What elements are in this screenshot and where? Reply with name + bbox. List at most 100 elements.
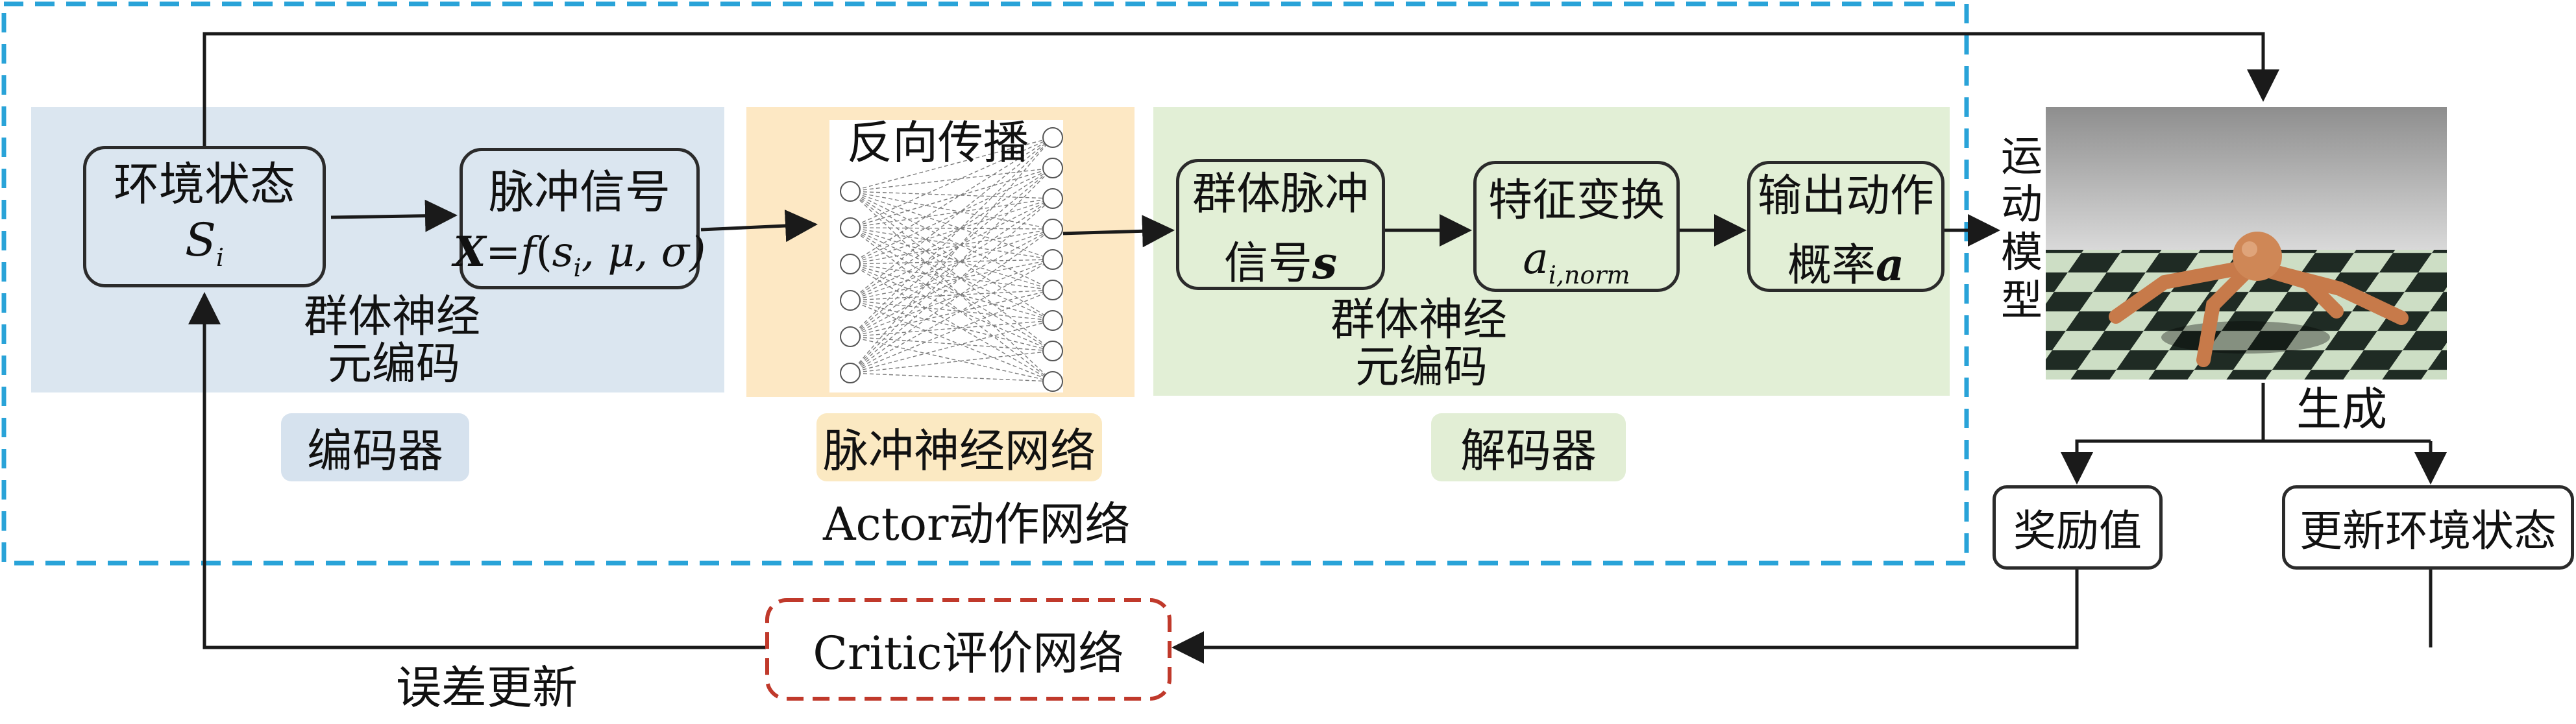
state-box-title: 环境状态 xyxy=(114,158,295,211)
nn-connection xyxy=(850,372,1053,382)
nn-output-node xyxy=(1042,127,1063,148)
nn-connection xyxy=(850,191,1053,199)
nn-connection xyxy=(850,259,1053,265)
nn-connection xyxy=(850,263,1053,352)
nn-connection xyxy=(850,263,1053,382)
nn-output-node xyxy=(1042,310,1063,331)
nn-connection xyxy=(850,198,1053,337)
nn-connection xyxy=(850,228,1053,337)
pop-box-title: 群体脉冲 xyxy=(1192,169,1369,220)
nn-connection xyxy=(850,167,1053,192)
arrow-to-reward xyxy=(2061,439,2431,485)
nn-connection xyxy=(850,227,1053,230)
nn-connection xyxy=(850,191,1053,291)
nn-connection xyxy=(850,167,1053,228)
nn-connection xyxy=(850,167,1053,265)
reward-box: 奖励值 xyxy=(1993,485,2163,570)
nn-connection xyxy=(850,191,1053,260)
nn-connection xyxy=(850,228,1053,265)
nn-connection xyxy=(850,137,1053,228)
nn-input-node xyxy=(840,326,861,347)
decoder-tag: 解码器 xyxy=(1431,413,1626,481)
output-box-title: 输出动作 xyxy=(1757,171,1934,222)
actor-frame xyxy=(1,1,1969,566)
nn-output-node xyxy=(1042,371,1063,392)
nn-connection xyxy=(850,227,1053,260)
arrow-spike-snn xyxy=(700,210,818,243)
output-action-box: 输出动作 概率a xyxy=(1747,161,1944,292)
nn-output-node xyxy=(1042,219,1063,239)
nn-connection xyxy=(850,320,1053,337)
nn-connection xyxy=(850,289,1053,374)
spike-signal-box: 脉冲信号 X=f(si, μ, σ) xyxy=(454,148,705,289)
arrow-state-spike xyxy=(330,199,458,232)
update-state-box: 更新环境状态 xyxy=(2282,485,2574,570)
output-box-variable: 概率a xyxy=(1787,239,1905,291)
nn-connection xyxy=(850,336,1053,382)
environment-state-box: 环境状态 Si xyxy=(83,146,326,287)
nn-connection xyxy=(850,191,1053,230)
nn-connection xyxy=(850,198,1053,374)
nn-output-node xyxy=(1042,158,1063,178)
arrow-to-critic xyxy=(1171,568,2079,664)
nn-input-node xyxy=(840,181,861,202)
critic-network-label: Critic评价网络 xyxy=(813,626,1124,680)
backprop-label: 反向传播 xyxy=(847,116,1029,169)
nn-connection xyxy=(850,259,1053,301)
feature-box-title: 特征变换 xyxy=(1488,175,1665,226)
nn-input-node xyxy=(840,254,861,274)
motion-model-image xyxy=(2046,107,2447,380)
encoder-region xyxy=(31,107,724,392)
nn-connection xyxy=(850,227,1053,291)
error-update-label: 误差更新 xyxy=(396,661,578,714)
nn-output-node xyxy=(1042,280,1063,300)
nn-connection xyxy=(850,198,1053,228)
spike-box-formula: X=f(si, μ, σ) xyxy=(453,227,706,282)
nn-connection xyxy=(850,263,1053,321)
nn-connection xyxy=(850,167,1053,374)
encoder-caption-line2: 元编码 xyxy=(328,339,461,390)
nn-connection xyxy=(850,198,1053,301)
generate-label: 生成 xyxy=(2296,383,2387,436)
nn-output-node xyxy=(1042,249,1063,270)
nn-connection xyxy=(850,198,1053,265)
nn-input-node xyxy=(840,217,861,238)
nn-output-node xyxy=(1042,188,1063,209)
nn-input-node xyxy=(840,290,861,311)
nn-connection xyxy=(850,191,1053,321)
top-arrow xyxy=(202,32,2279,146)
nn-connection xyxy=(850,137,1053,192)
nn-connection xyxy=(850,227,1053,352)
nn-connection xyxy=(850,137,1053,337)
state-box-variable: Si xyxy=(184,213,225,272)
decoder-caption-line2: 元编码 xyxy=(1355,342,1488,393)
nn-output-node xyxy=(1042,341,1063,361)
feature-transform-box: 特征变换 ai,norm xyxy=(1473,161,1680,292)
critic-frame xyxy=(765,598,1171,701)
nn-connection xyxy=(850,167,1053,337)
encoder-tag: 编码器 xyxy=(281,413,469,481)
arrow-snn-pop xyxy=(1061,215,1175,248)
snn-tag: 脉冲神经网络 xyxy=(816,413,1102,481)
nn-connection xyxy=(850,191,1053,352)
nn-connection xyxy=(850,320,1053,374)
feature-box-variable: ai,norm xyxy=(1523,233,1630,289)
pop-box-variable: 信号s xyxy=(1223,237,1338,289)
decoder-caption-line1: 群体神经 xyxy=(1331,295,1508,346)
nn-connection xyxy=(850,167,1053,301)
nn-connection xyxy=(850,300,1053,352)
nn-connection xyxy=(850,228,1053,301)
nn-connection xyxy=(850,137,1053,301)
motion-model-label: 运 动 模 型 xyxy=(2001,133,2042,325)
encoder-caption-line1: 群体神经 xyxy=(304,291,481,343)
nn-connection xyxy=(850,227,1053,321)
neural-network-sketch xyxy=(829,120,1063,392)
spike-box-title: 脉冲信号 xyxy=(489,165,670,219)
nn-connection xyxy=(850,300,1053,382)
nn-connection xyxy=(850,137,1053,265)
nn-connection xyxy=(850,350,1053,374)
nn-connection xyxy=(850,263,1053,291)
nn-connection xyxy=(850,259,1053,337)
